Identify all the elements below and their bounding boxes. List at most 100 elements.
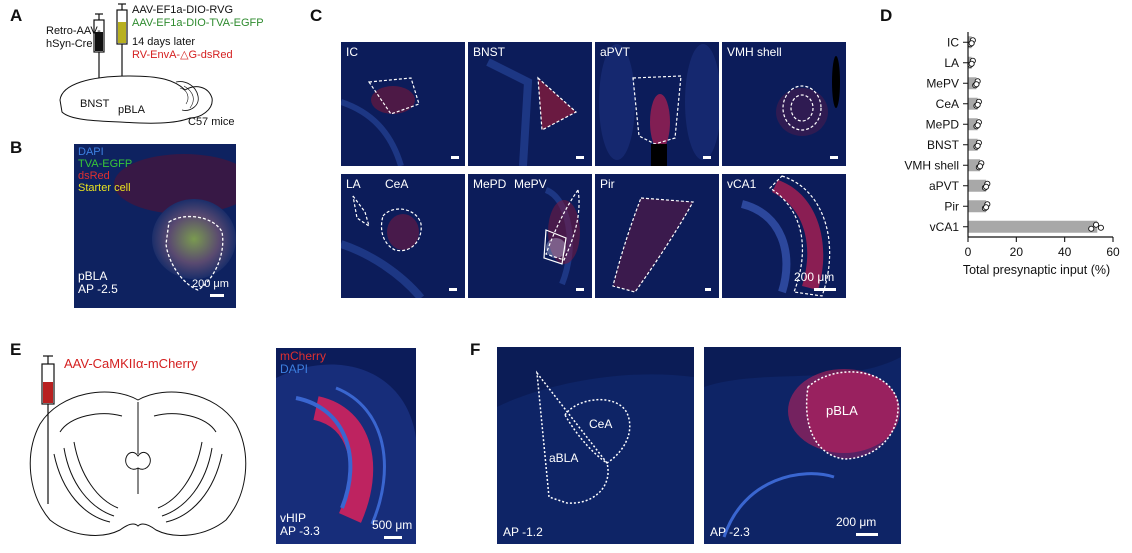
legend-dapi-e: DAPI <box>280 362 309 376</box>
data-point <box>968 60 975 67</box>
tile-label-ic: IC <box>346 45 358 59</box>
region-pbla-f: pBLA <box>826 403 858 418</box>
site-pbla: pBLA <box>118 104 145 116</box>
bar-pir <box>968 200 987 213</box>
tile-label-la: LA <box>346 177 361 191</box>
micrograph-abla: CeA aBLA AP -1.2 <box>497 347 694 544</box>
tile-scalebar-vmh-shell <box>830 156 838 159</box>
bar-apvt <box>968 179 987 192</box>
category-label: BNST <box>927 138 960 152</box>
category-label: vCA1 <box>930 220 960 234</box>
tile-apvt: aPVT <box>595 42 719 166</box>
injection-1-line-1: Retro-AAV- <box>46 25 101 37</box>
x-axis-label: Total presynaptic input (%) <box>963 263 1110 277</box>
tile-bnst: BNST <box>468 42 592 166</box>
panel-letter-c: C <box>310 6 323 25</box>
category-label: MePD <box>926 117 960 131</box>
x-tick-label: 40 <box>1058 245 1072 259</box>
panel-e-schematic: AAV-CaMKIIα-mCherry <box>10 344 260 544</box>
region-cea: CeA <box>589 417 613 431</box>
scalebar-f <box>856 533 878 536</box>
data-point <box>1093 221 1100 228</box>
legend-starter-cell: Starter cell <box>78 182 131 194</box>
region-abla: aBLA <box>549 451 579 465</box>
panel-letter-d: D <box>880 6 893 25</box>
tile-scalebar-pir <box>705 288 711 291</box>
legend-tva-egfp: TVA-EGFP <box>78 158 133 170</box>
category-label: Pir <box>944 199 959 213</box>
data-point <box>1088 225 1095 232</box>
injection-2-line-2: AAV-EF1a-DIO-TVA-EGFP <box>132 17 264 29</box>
category-label: aPVT <box>929 179 960 193</box>
virus-label: AAV-CaMKIIα-mCherry <box>64 356 198 371</box>
data-point <box>983 183 990 190</box>
legend-dapi: DAPI <box>78 146 104 158</box>
tile-scalebar-bnst <box>576 156 584 159</box>
tile-vmh-shell: VMH shell <box>722 42 846 166</box>
rv-virus-text: RV-EnvA-△G-dsRed <box>132 49 233 61</box>
category-label: MePV <box>926 76 959 90</box>
ap-right: AP -2.3 <box>710 525 750 539</box>
injection-schematic <box>59 3 213 124</box>
ap-vhip: AP -3.3 <box>280 524 320 538</box>
legend-dsred: dsRed <box>78 170 110 182</box>
panel-letter-e: E <box>10 340 22 359</box>
data-point <box>974 122 981 129</box>
tile-scalebar-la-cea <box>449 288 457 291</box>
tile-label-cea: CeA <box>385 177 409 191</box>
tile-label-pir: Pir <box>600 177 615 191</box>
tile-label-apvt: aPVT <box>600 45 631 59</box>
data-point <box>968 40 975 47</box>
tile-label-vca1: vCA1 <box>727 177 757 191</box>
site-bnst: BNST <box>80 98 110 110</box>
ap-left: AP -1.2 <box>503 525 543 539</box>
tile-ic: IC <box>341 42 465 166</box>
scalebar-label: 200 μm <box>192 278 229 290</box>
micrograph-pbla-f: pBLA AP -2.3 200 μm <box>704 347 901 544</box>
tile-scalebar-vca1 <box>814 288 836 291</box>
tile-label-bnst: BNST <box>473 45 506 59</box>
mouse-brain-icon <box>59 75 213 124</box>
tile-pir: Pir <box>595 174 719 298</box>
tile-la-cea: LA CeA <box>341 174 465 298</box>
region-vhip: vHIP <box>280 511 307 525</box>
scalebar-label-f: 200 μm <box>836 515 877 529</box>
panel-letter-b: B <box>10 138 23 157</box>
micrograph-pbla: DAPI TVA-EGFP dsRed Starter cell pBLA AP… <box>74 144 236 308</box>
region-label: pBLA <box>78 269 108 283</box>
scalebar-e <box>384 536 402 539</box>
x-tick-label: 60 <box>1106 245 1120 259</box>
panel-letter-f: F <box>470 340 481 359</box>
ap-label: AP -2.5 <box>78 282 118 296</box>
bar-mepv <box>968 77 977 90</box>
tile-scalebar-ic <box>451 156 459 159</box>
category-label: LA <box>944 56 959 70</box>
bar-cea <box>968 97 978 110</box>
data-point <box>974 142 981 149</box>
x-tick-label: 20 <box>1010 245 1024 259</box>
category-label: VMH shell <box>904 158 959 172</box>
injection-2-line-1: AAV-EF1a-DIO-RVG <box>132 4 234 16</box>
bar-bnst <box>968 138 978 151</box>
coronal-brain-icon <box>29 391 247 536</box>
bar-vca1 <box>968 220 1098 233</box>
tile-label-mepd: MePD <box>473 177 507 191</box>
tile-label-vmh-shell: VMH shell <box>727 45 782 59</box>
panel-a: Retro-AAV- hSyn-Cre AAV-EF1a-DIO-RVG AAV… <box>0 0 290 140</box>
legend-mcherry: mCherry <box>280 349 327 363</box>
scalebar <box>210 294 224 297</box>
data-point <box>983 204 990 211</box>
scalebar-label-e: 500 μm <box>372 518 413 532</box>
bar-mepd <box>968 118 978 131</box>
mouse-strain: C57 mice <box>188 116 235 128</box>
tile-mepd-mepv: MePD MePV <box>468 174 592 298</box>
data-point <box>1097 224 1104 231</box>
tile-label-mepv: MePV <box>514 177 547 191</box>
tile-scalebar-apvt <box>703 156 711 159</box>
tile-scalebar-label-vca1: 200 μm <box>794 270 835 284</box>
data-point <box>977 163 984 170</box>
tile-vca1: vCA1 200 μm <box>722 174 846 298</box>
micrograph-vhip: mCherry DAPI vHIP AP -3.3 500 μm <box>276 348 416 544</box>
x-tick-label: 0 <box>965 245 972 259</box>
